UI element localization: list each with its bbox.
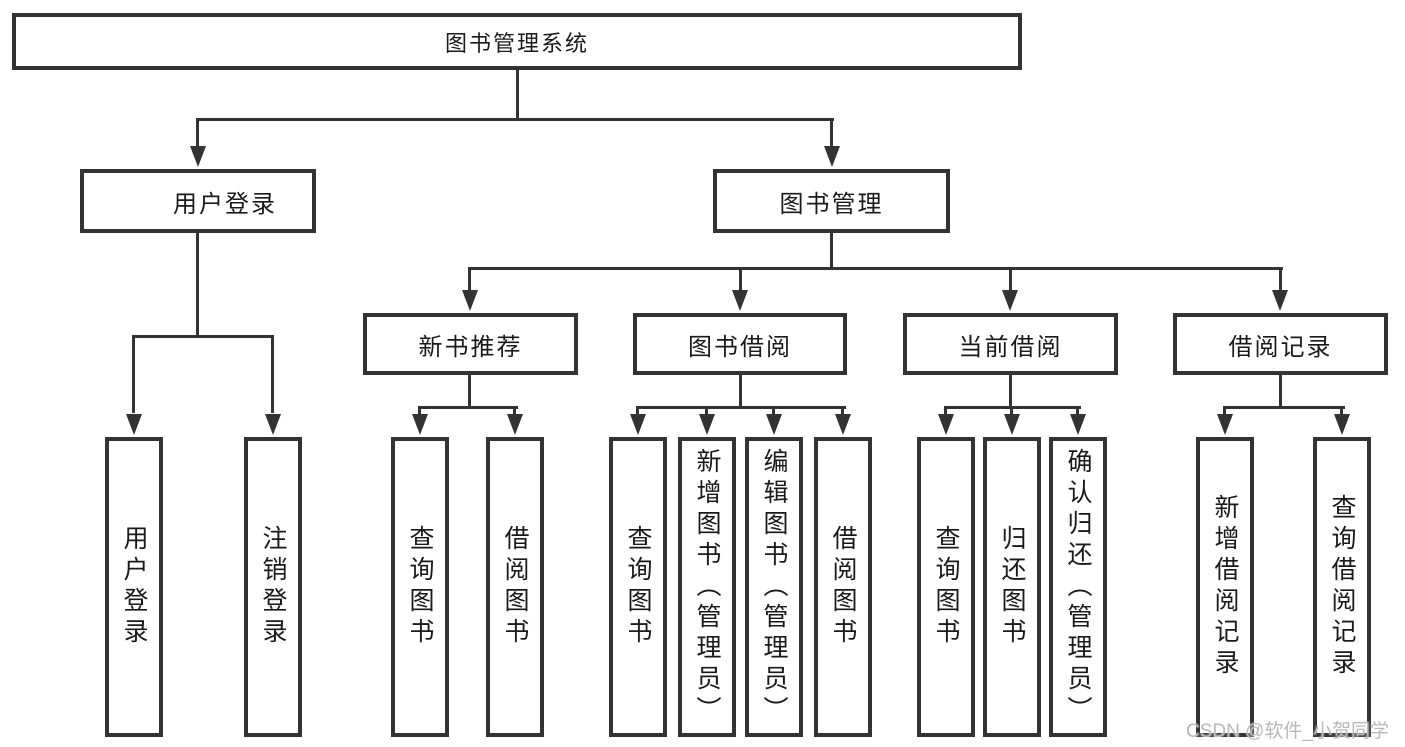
- node-user-login: 用户登录: [80, 169, 316, 233]
- connector-line: [739, 375, 742, 408]
- connector-line: [1340, 406, 1343, 416]
- node-book-borrowing: 图书借阅: [633, 313, 847, 375]
- connector-line: [418, 406, 518, 409]
- connector-line: [1279, 267, 1282, 291]
- down-arrowhead-icon: [835, 414, 851, 435]
- connector-line: [1223, 406, 1226, 416]
- connector-line: [1279, 375, 1282, 408]
- leaf-confirm-return-admin: 确认归还（管理员）: [1049, 437, 1107, 737]
- connector-line: [1009, 267, 1012, 291]
- down-arrowhead-icon: [699, 414, 715, 435]
- connector-line: [516, 70, 519, 120]
- connector-line: [636, 406, 846, 409]
- connector-line: [739, 267, 742, 291]
- connector-line: [1223, 406, 1345, 409]
- leaf-logout: 注销登录: [244, 437, 302, 737]
- connector-line: [830, 233, 833, 269]
- connector-line: [772, 406, 775, 416]
- connector-line: [468, 267, 1283, 270]
- down-arrowhead-icon: [938, 414, 954, 435]
- leaf-add-book-admin: 新增图书（管理员）: [678, 437, 736, 737]
- down-arrowhead-icon: [1070, 414, 1086, 435]
- leaf-query-borrow-record: 查询借阅记录: [1313, 437, 1371, 737]
- down-arrowhead-icon: [126, 414, 142, 435]
- connector-line: [636, 406, 639, 416]
- down-arrowhead-icon: [766, 414, 782, 435]
- down-arrowhead-icon: [1002, 290, 1018, 311]
- leaf-edit-book-admin: 编辑图书（管理员）: [745, 437, 803, 737]
- down-arrowhead-icon: [1272, 290, 1288, 311]
- down-arrowhead-icon: [507, 414, 523, 435]
- connector-line: [1010, 406, 1013, 416]
- connector-line: [1009, 375, 1012, 408]
- leaf-user-login: 用户登录: [105, 437, 163, 737]
- down-arrowhead-icon: [412, 414, 428, 435]
- connector-line: [196, 118, 834, 121]
- down-arrowhead-icon: [732, 290, 748, 311]
- connector-line: [513, 406, 516, 416]
- connector-line: [468, 267, 471, 291]
- connector-line: [196, 118, 199, 150]
- down-arrowhead-icon: [190, 146, 206, 167]
- leaf-add-borrow-record: 新增借阅记录: [1196, 437, 1254, 737]
- leaf-borrow-books-borrowing: 借阅图书: [814, 437, 872, 737]
- node-borrowing-records: 借阅记录: [1173, 313, 1388, 375]
- down-arrowhead-icon: [1217, 414, 1233, 435]
- down-arrowhead-icon: [462, 290, 478, 311]
- leaf-borrow-books-recommend: 借阅图书: [486, 437, 544, 737]
- down-arrowhead-icon: [630, 414, 646, 435]
- connector-line: [132, 335, 274, 338]
- connector-line: [705, 406, 708, 416]
- leaf-return-books: 归还图书: [983, 437, 1041, 737]
- down-arrowhead-icon: [265, 414, 281, 435]
- node-current-borrowing: 当前借阅: [903, 313, 1118, 375]
- connector-line: [271, 335, 274, 413]
- connector-line: [841, 406, 844, 416]
- leaf-query-books-current: 查询图书: [917, 437, 975, 737]
- connector-line: [830, 118, 833, 150]
- leaf-query-books-recommend: 查询图书: [391, 437, 449, 737]
- connector-line: [944, 406, 947, 416]
- connector-line: [132, 335, 135, 413]
- down-arrowhead-icon: [824, 146, 840, 167]
- node-book-management: 图书管理: [713, 169, 950, 233]
- connector-line: [418, 406, 421, 416]
- connector-line: [1076, 406, 1079, 416]
- connector-line: [468, 375, 471, 408]
- connector-line: [196, 233, 199, 337]
- node-library-management-system: 图书管理系统: [12, 13, 1022, 70]
- csdn-watermark: CSDN @软件_小贺同学: [1186, 721, 1389, 742]
- node-new-book-recommendation: 新书推荐: [363, 313, 578, 375]
- down-arrowhead-icon: [1004, 414, 1020, 435]
- down-arrowhead-icon: [1334, 414, 1350, 435]
- leaf-query-books-borrowing: 查询图书: [609, 437, 667, 737]
